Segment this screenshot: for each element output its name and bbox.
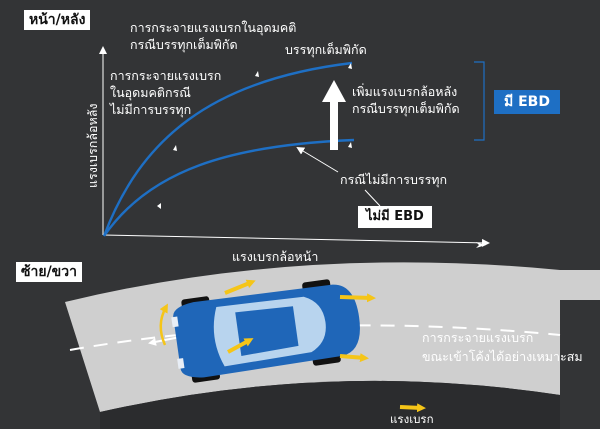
curve-tick: [255, 71, 259, 77]
road-shadow: [100, 380, 560, 429]
axis-tag-left-right: ซ้าย/ขวา: [16, 262, 82, 282]
no-ebd-pointer: [364, 189, 381, 207]
no-ebd-box: ไม่มี EBD: [358, 206, 432, 228]
x-axis: [102, 234, 490, 247]
curve-tick: [348, 142, 352, 148]
cornering-label-line1: การกระจายแรงเบรก: [422, 330, 534, 345]
full-load-label: บรรทุกเต็มพิกัด: [285, 42, 367, 57]
arrow-right-icon: [224, 279, 426, 413]
ideal-loaded-label-line1: การกระจายแรงเบรกในอุดมคติ: [130, 20, 297, 35]
curve-tick: [348, 63, 352, 69]
ideal-unloaded-label-line2: ในอุดมคติกรณี: [110, 85, 191, 100]
ideal-unloaded-label-line3: ไม่มีการบรรทุก: [110, 102, 192, 117]
y-axis-label: แรงเบรกล้อหลัง: [85, 103, 100, 188]
increase-rear-label-line2: กรณีบรรทุกเต็มพิกัด: [352, 101, 460, 116]
increase-rear-label-line1: เพิ่มแรงเบรกล้อหลัง: [352, 84, 458, 99]
ebd-bracket: [474, 61, 485, 141]
car: [171, 279, 360, 383]
road-centerline: [69, 324, 561, 351]
arrow-up-icon: [322, 80, 346, 150]
small-arrow-marker: [476, 242, 486, 248]
ideal-unloaded-label-line1: การกระจายแรงเบรก: [110, 68, 222, 83]
curve-tick: [157, 203, 161, 209]
no-load-label: กรณีไม่มีการบรรทุก: [340, 172, 448, 187]
rotation-arrow: [159, 303, 168, 346]
ideal-unloaded-curve: [103, 138, 355, 237]
ideal-loaded-curve: [102, 61, 353, 237]
brake-force-label: แรงเบรก: [390, 412, 434, 426]
front-brake-label: แรงเบรกล้อหน้า: [232, 249, 319, 264]
curve-tick: [173, 145, 177, 151]
ideal-loaded-label-line2: กรณีบรรทุกเต็มพิกัด: [130, 37, 238, 52]
ebd-badge: มี EBD: [494, 90, 560, 114]
no-load-pointer: [296, 146, 339, 173]
cornering-label-line2: ขณะเข้าโค้งได้อย่างเหมาะสม: [422, 349, 583, 364]
axis-tag-front-rear: หน้า/หลัง: [24, 10, 91, 30]
